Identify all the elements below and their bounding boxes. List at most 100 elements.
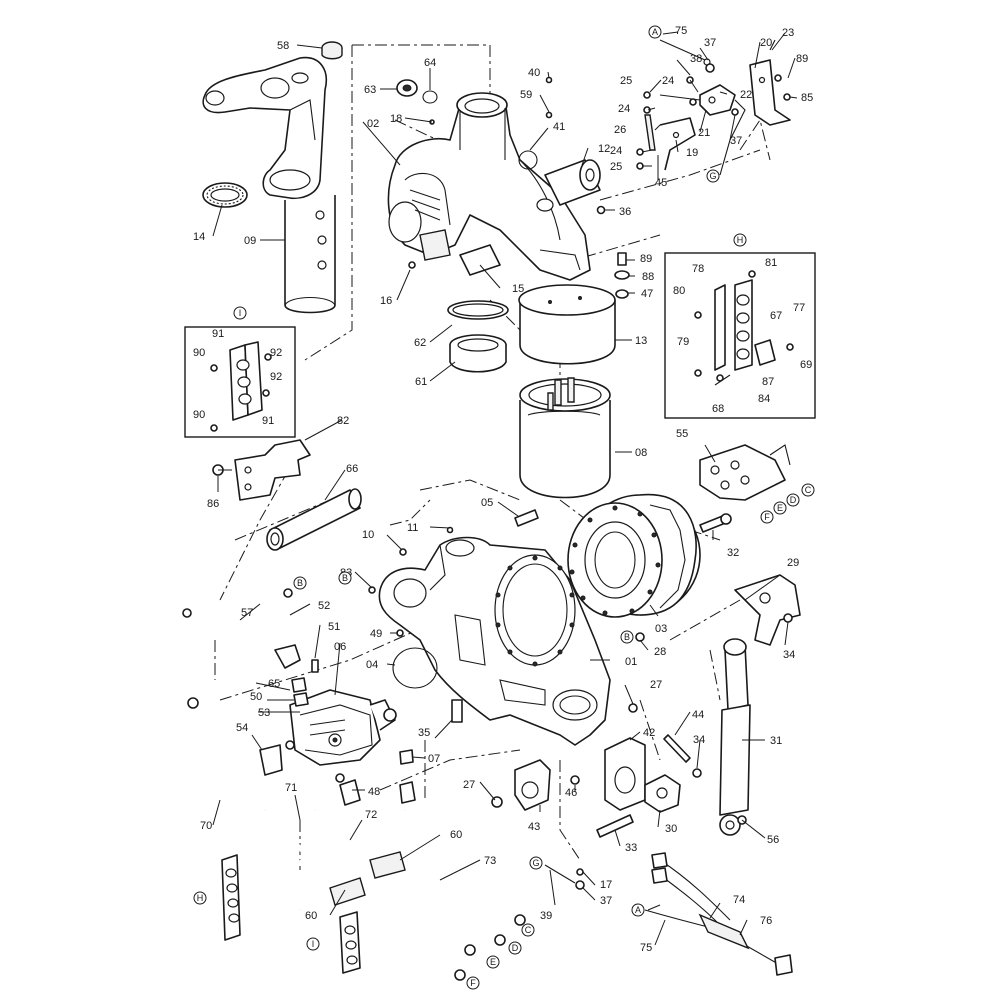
marker-g-2: G (529, 856, 543, 870)
part-label: 90 (193, 409, 205, 421)
part-label: 55 (676, 428, 688, 440)
part-label: 36 (619, 206, 631, 218)
svg-text:H: H (197, 893, 204, 903)
pipe-26 (644, 114, 656, 151)
part-label: 28 (654, 646, 666, 658)
part-label: 71 (285, 782, 297, 794)
part-label: 35 (418, 727, 430, 739)
part-label: 52 (318, 600, 330, 612)
part-label: 24 (610, 145, 622, 157)
valve-22 (659, 84, 746, 176)
part-label: 92 (270, 347, 282, 359)
part-label: 01 (625, 656, 637, 668)
part-label: 66 (346, 463, 358, 475)
marker-h-box: H (733, 233, 747, 247)
damper-31 (719, 638, 751, 836)
small-parts-mid (368, 526, 638, 808)
part-label: 38 (690, 53, 702, 65)
nut-28 (635, 632, 645, 642)
svg-text:C: C (805, 485, 812, 495)
svg-text:G: G (709, 171, 716, 181)
hose-70 (187, 697, 302, 912)
part-label: 58 (277, 40, 289, 52)
detail-box-i (184, 326, 296, 438)
part-label: 07 (428, 753, 440, 765)
leader-lines (212, 31, 798, 946)
oring-41 (518, 150, 538, 170)
part-label: 69 (800, 359, 812, 371)
part-label: 47 (641, 288, 653, 300)
cover-13 (518, 284, 616, 365)
part-label: 14 (193, 231, 205, 243)
part-label: 75 (675, 25, 687, 37)
pin-44 (663, 734, 702, 778)
svg-text:I: I (239, 308, 242, 318)
part-label: 75 (640, 942, 652, 954)
washer-14 (202, 182, 248, 208)
part-label: 51 (328, 621, 340, 633)
rod-39 (544, 864, 585, 890)
part-label: 29 (787, 557, 799, 569)
tube-66 (266, 488, 362, 551)
part-label: 59 (520, 89, 532, 101)
part-label: 86 (207, 498, 219, 510)
svg-text:E: E (777, 503, 783, 513)
bracket-i-bottom (339, 911, 361, 974)
cap-58 (321, 41, 343, 60)
part-label: 56 (767, 834, 779, 846)
part-label: 79 (677, 336, 689, 348)
pad-15 (459, 244, 501, 276)
bracket-29 (734, 574, 801, 646)
block-42 (604, 737, 646, 811)
part-label: 11 (407, 522, 418, 534)
ring-62 (447, 300, 509, 320)
part-label: 17 (600, 879, 612, 891)
part-label: 70 (200, 820, 212, 832)
oring-04 (392, 647, 438, 689)
part-label: 91 (262, 415, 274, 427)
bracket-detail-i (210, 341, 272, 432)
marker-i-part: I (306, 937, 320, 951)
part-label: 73 (484, 855, 496, 867)
oring-64 (422, 90, 438, 104)
svg-text:I: I (312, 939, 315, 949)
svg-text:D: D (790, 495, 797, 505)
clamp-43 (514, 759, 551, 811)
part-label: 46 (565, 787, 577, 799)
svg-text:H: H (737, 235, 744, 245)
marker-d-2: D (508, 941, 522, 955)
part-label: 80 (673, 285, 685, 297)
part-label: 48 (368, 786, 380, 798)
svg-text:A: A (635, 905, 641, 915)
bracket-30 (644, 774, 681, 813)
part-label: 43 (528, 821, 540, 833)
svg-text:F: F (470, 978, 476, 988)
part-label: 89 (796, 53, 808, 65)
wiring-harness (644, 852, 793, 976)
part-label: 37 (730, 135, 742, 147)
housing-bolt-ring (495, 555, 575, 667)
part-label: 63 (364, 84, 376, 96)
part-label: 21 (698, 127, 710, 139)
svg-text:B: B (342, 573, 348, 583)
part-label: 50 (250, 691, 262, 703)
marker-h-part: H (193, 891, 207, 905)
marker-a-bottom: A (631, 903, 645, 917)
svg-text:F: F (764, 512, 770, 522)
part-label: 34 (693, 734, 705, 746)
hub-bolts (569, 505, 661, 616)
part-label: 67 (770, 310, 782, 322)
part-label: 85 (801, 92, 813, 104)
svg-text:B: B (624, 632, 630, 642)
connection-markers: A A B B B C C D D E E F F G G H H I I (193, 25, 815, 990)
part-label: 32 (727, 547, 739, 559)
valve-55 (699, 444, 791, 501)
part-label: 57 (241, 607, 253, 619)
cylinder-08 (519, 377, 611, 499)
part-label: 62 (414, 337, 426, 349)
part-label: 84 (758, 393, 770, 405)
svg-text:G: G (532, 858, 539, 868)
part-label: 49 (370, 628, 382, 640)
part-label: 13 (635, 335, 647, 347)
